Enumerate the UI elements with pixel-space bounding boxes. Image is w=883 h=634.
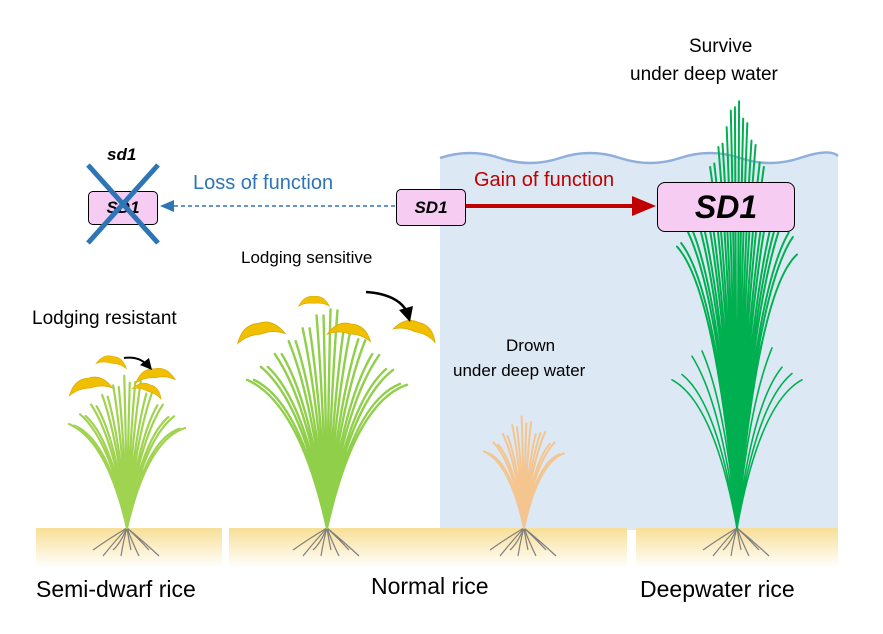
gain-of-function-label: Gain of function xyxy=(474,169,615,191)
semi-dwarf-panicle xyxy=(131,382,162,401)
water-surface-wave xyxy=(439,151,839,165)
deepwater-roots xyxy=(702,527,770,557)
lodging-large-arrow xyxy=(365,290,408,311)
gene-box-gain: SD1 xyxy=(657,182,795,232)
normal-rice-label: Normal rice xyxy=(371,573,489,599)
drown-label-line2: under deep water xyxy=(453,361,586,380)
loss-of-function-label: Loss of function xyxy=(193,172,334,194)
drowned-plant-leaves xyxy=(483,415,565,529)
normal-panicle xyxy=(326,322,372,343)
gene-box-wild-type: SD1 xyxy=(396,189,466,226)
lodging-resistant-label: Lodging resistant xyxy=(32,308,177,329)
semi-dwarf-panicle xyxy=(134,368,177,385)
lodging-small-arrow-head xyxy=(140,358,152,370)
drowned-roots xyxy=(489,527,557,557)
gain-arrow-head xyxy=(632,196,656,216)
semi-dwarf-roots xyxy=(92,527,160,557)
semi-dwarf-plant-leaves xyxy=(67,374,187,530)
gene-box-knocked-out: SD1 xyxy=(88,191,158,225)
survive-label-line2: under deep water xyxy=(630,64,778,85)
mutant-allele-label: sd1 xyxy=(107,145,137,164)
normal-panicle xyxy=(236,321,287,345)
normal-roots xyxy=(292,527,360,557)
deepwater-plant-lower-leaves xyxy=(671,308,803,529)
semi-dwarf-rice-label: Semi-dwarf rice xyxy=(36,576,196,602)
lodging-large-arrow-head xyxy=(399,306,413,322)
normal-panicle xyxy=(297,295,331,307)
lodging-sensitive-label: Lodging sensitive xyxy=(241,248,373,267)
drown-label-line1: Drown xyxy=(506,336,556,355)
loss-arrow-head xyxy=(160,200,174,212)
normal-plant-leaves xyxy=(245,308,409,530)
soil-deepwater xyxy=(636,528,838,568)
deepwater-rice-label: Deepwater rice xyxy=(640,576,795,602)
survive-label-line1: Survive xyxy=(689,36,753,57)
normal-panicle xyxy=(391,319,436,344)
semi-dwarf-panicle xyxy=(95,355,127,370)
semi-dwarf-panicle xyxy=(68,376,114,397)
soil-normal xyxy=(229,528,627,568)
